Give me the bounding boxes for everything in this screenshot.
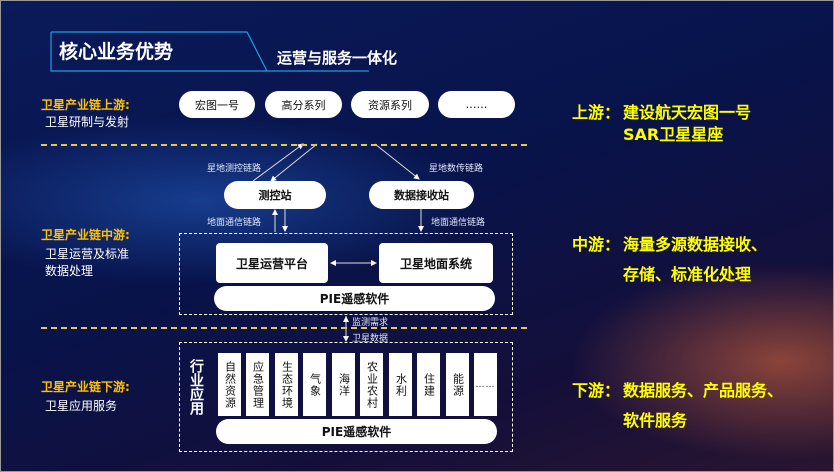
title-frame	[50, 31, 369, 72]
right-mid-line1: 海量多源数据接收、	[623, 235, 768, 254]
ops-platform: 卫星运营平台	[216, 243, 328, 283]
midstream-desc: 卫星运营及标准	[45, 247, 130, 261]
satellite-pill: 宏图一号	[179, 91, 255, 118]
upstream-label: 卫星产业链上游:	[41, 98, 130, 112]
pie-software: PIE遥感软件	[214, 286, 495, 311]
divider	[41, 144, 527, 146]
page-title: 核心业务优势	[59, 41, 174, 63]
link-label: 监测需求	[352, 318, 389, 328]
application-item: 住建	[417, 353, 440, 416]
right-down-line2: 软件服务	[623, 411, 688, 430]
satellite-pill: ……	[438, 91, 515, 118]
pie-software-apps: PIE遥感软件	[216, 419, 497, 444]
right-up-line1: 建设航天宏图一号	[623, 103, 752, 122]
application-item: 应急管理	[246, 353, 269, 416]
link-label: 星地测控链路	[207, 164, 262, 174]
application-item: 农业农村	[360, 353, 383, 416]
midstream-box	[179, 233, 513, 315]
application-item: 气象	[303, 353, 326, 416]
application-item: 生态环境	[275, 353, 298, 416]
ground-system: 卫星地面系统	[379, 243, 493, 283]
right-up-label: 上游：	[572, 103, 621, 122]
satellite-pill: 资源系列	[351, 91, 429, 118]
page-subtitle: 运营与服务一体化	[277, 49, 398, 67]
application-item: 能源	[446, 353, 469, 416]
satellite-pill: 高分系列	[265, 91, 342, 118]
midstream-desc-2: 数据处理	[45, 264, 94, 278]
application-item: 水利	[389, 353, 412, 416]
application-item: 海洋	[332, 353, 355, 416]
right-down-label: 下游：	[572, 381, 621, 400]
downstream-desc: 卫星应用服务	[45, 399, 118, 413]
applications-label: 行业应用	[188, 359, 204, 415]
midstream-label: 卫星产业链中游:	[41, 228, 130, 242]
downstream-box	[179, 342, 513, 452]
right-mid-line2: 存储、标准化处理	[623, 265, 752, 284]
right-up-line2: SAR卫星星座	[623, 125, 724, 144]
application-item: ……	[474, 353, 497, 416]
right-mid-label: 中游：	[572, 235, 621, 254]
link-label: 星地数传链路	[429, 164, 484, 174]
ttc-station: 测控站	[224, 181, 326, 209]
link-label: 地面通信链路	[431, 218, 486, 228]
receiving-station: 数据接收站	[369, 181, 474, 209]
application-item: 自然资源	[218, 353, 241, 416]
link-label: 卫星数据	[352, 334, 389, 344]
right-down-line1: 数据服务、产品服务、	[623, 381, 784, 400]
divider	[41, 327, 527, 329]
link-label: 地面通信链路	[207, 218, 262, 228]
upstream-desc: 卫星研制与发射	[45, 115, 130, 129]
downstream-label: 卫星产业链下游:	[41, 380, 130, 394]
